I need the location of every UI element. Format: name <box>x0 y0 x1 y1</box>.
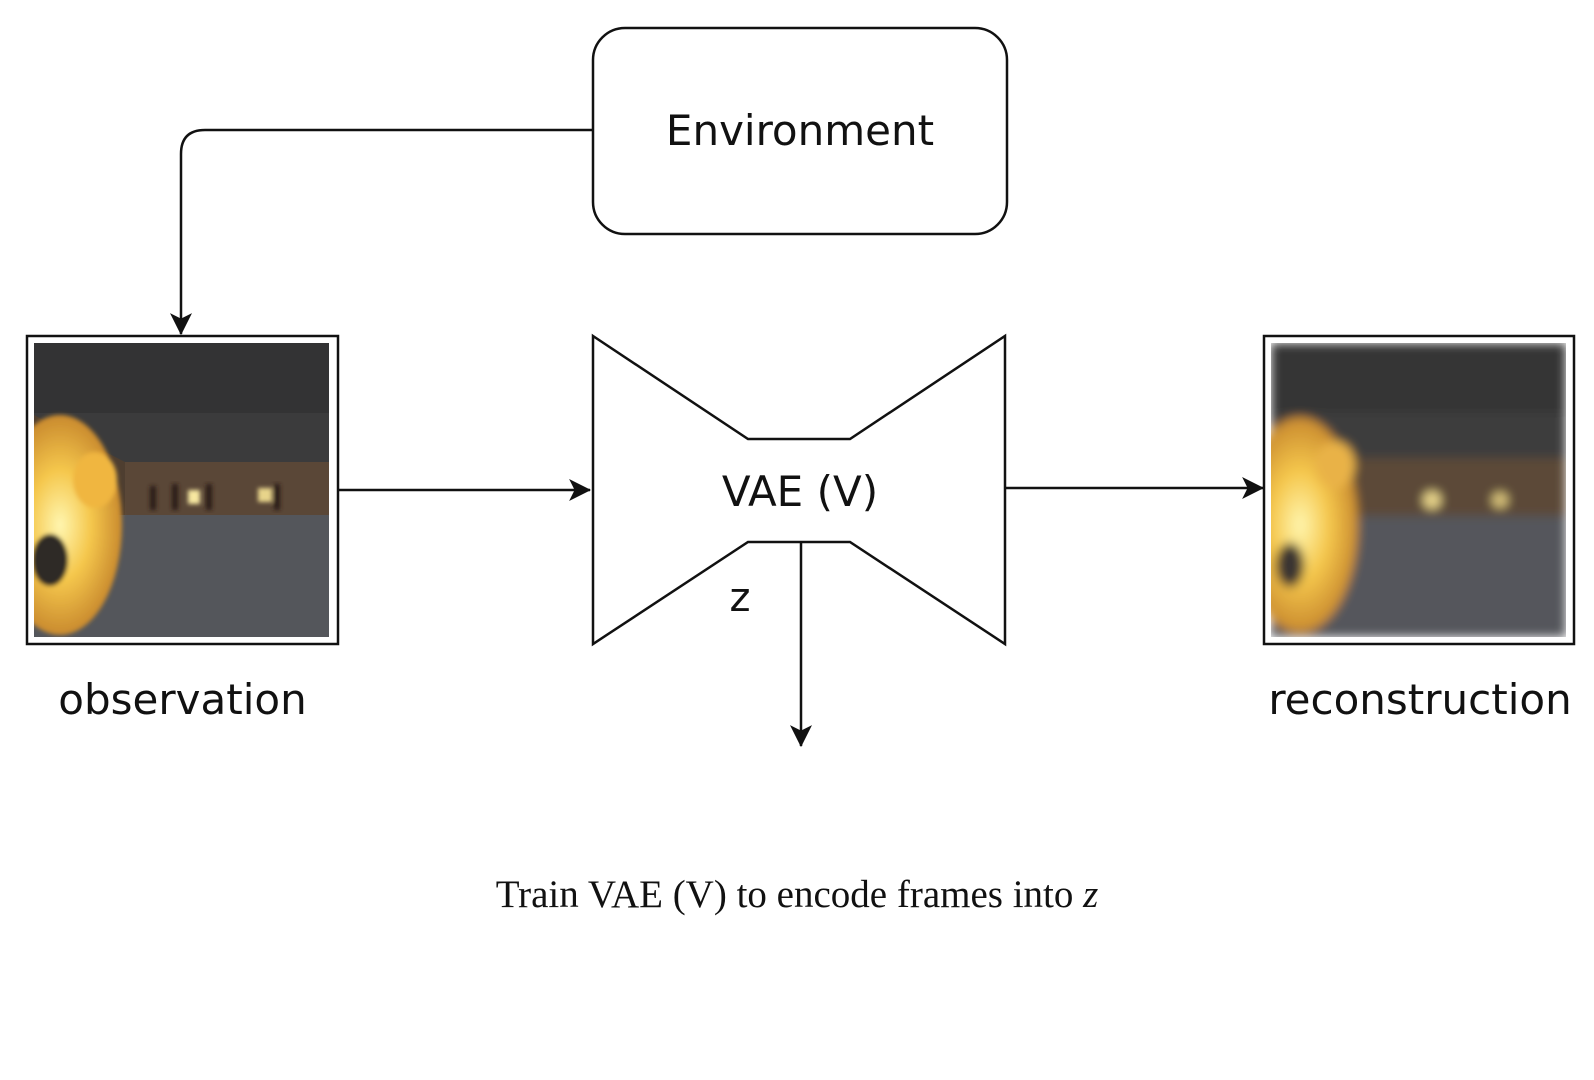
latent-z-label: z <box>729 575 751 621</box>
env-to-observation-arrow <box>170 128 593 336</box>
observation-image <box>25 334 340 646</box>
figure-caption: Train VAE (V) to encode frames into z <box>0 872 1594 917</box>
caption-text: Train VAE (V) to encode frames into <box>495 873 1084 916</box>
environment-label: Environment <box>665 106 935 155</box>
reconstruction-image <box>1262 334 1576 646</box>
observation-label: observation <box>58 675 307 724</box>
reconstruction-label: reconstruction <box>1268 675 1572 724</box>
caption-math-z: z <box>1083 873 1099 916</box>
vae-shape <box>591 333 1007 647</box>
vae-label: VAE (V) <box>721 467 879 516</box>
